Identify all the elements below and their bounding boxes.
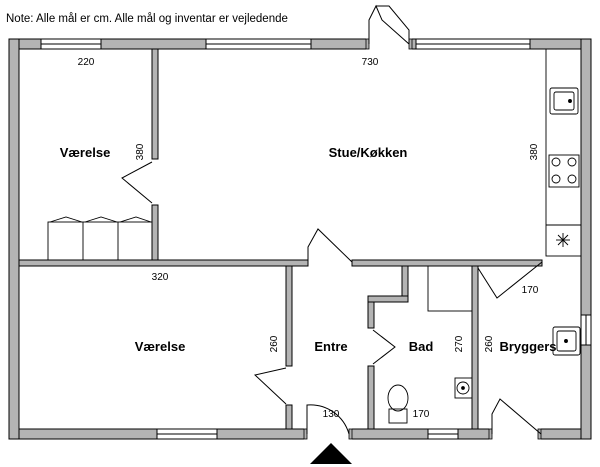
wardrobe-door-1 xyxy=(49,216,83,223)
windows xyxy=(40,38,592,440)
kitchen-sink-drain xyxy=(568,99,572,103)
wall-mid-right xyxy=(351,259,543,267)
plan-note: Note: Alle mål er cm. Alle mål og invent… xyxy=(6,13,288,25)
door-bedroom-top xyxy=(121,161,153,204)
door-bedroom-bottom xyxy=(253,367,287,405)
door-opening-utility xyxy=(489,428,541,440)
outer-walls xyxy=(8,38,592,440)
stove xyxy=(548,154,580,188)
burner-2 xyxy=(567,157,577,167)
wall-bedroom-living-upper xyxy=(151,48,159,160)
toilet-tank xyxy=(388,408,408,424)
shower xyxy=(427,265,473,312)
wall-right xyxy=(580,38,592,440)
wardrobe-door-3 xyxy=(119,216,152,223)
toilet-bowl xyxy=(387,384,409,412)
wall-entrance-right-lower xyxy=(367,365,375,430)
kitchen-sink xyxy=(549,87,579,115)
bath-sink xyxy=(454,377,473,399)
door-opening-entrance xyxy=(304,428,352,440)
wall-bedroom-living-lower xyxy=(151,204,159,261)
wall-bath-notch-horizontal xyxy=(367,295,409,303)
utility-sink-drain xyxy=(564,339,568,343)
dim-bedroom-bottom-depth: 260 xyxy=(269,335,280,352)
room-label-living-kitchen: Stue/Køkken xyxy=(329,145,408,160)
interior-doors xyxy=(121,161,543,405)
wall-mid-left xyxy=(18,259,309,267)
door-bath xyxy=(372,329,396,365)
utility-sink-body xyxy=(552,326,581,356)
wall-left xyxy=(8,38,20,440)
utility-sink-bowl xyxy=(556,330,577,352)
bath-sink-drain xyxy=(461,386,465,390)
door-swing-entrance xyxy=(306,404,350,435)
entrance-arrow-icon xyxy=(310,443,352,464)
dim-bedroom-top-width: 220 xyxy=(78,57,95,68)
fridge-snowflake-icon xyxy=(556,233,570,247)
dim-entrance-width: 130 xyxy=(323,409,340,420)
wardrobe xyxy=(47,216,153,261)
door-utility xyxy=(477,261,543,299)
dim-bedroom-top-depth: 380 xyxy=(135,143,146,160)
room-label-entrance: Entre xyxy=(314,339,347,354)
door-jamb-entrance-right xyxy=(348,428,353,440)
door-leaf-utility xyxy=(491,398,542,435)
kitchen-counter xyxy=(545,48,582,257)
room-label-bedroom-top: Værelse xyxy=(60,145,111,160)
counter-body xyxy=(545,48,582,257)
burner-4 xyxy=(567,174,577,184)
burner-1 xyxy=(551,157,561,167)
door-living-entrance xyxy=(307,228,353,263)
wardrobe-door-2 xyxy=(84,216,118,223)
bath-sink-bowl xyxy=(456,381,470,395)
room-label-utility: Bryggers xyxy=(499,339,556,354)
room-label-bedroom-bottom: Værelse xyxy=(135,339,186,354)
bath-fixtures xyxy=(387,265,473,424)
dim-bedroom-bottom-width: 320 xyxy=(152,272,169,283)
room-label-bathroom: Bad xyxy=(409,339,434,354)
wall-entrance-right-upper xyxy=(367,301,375,329)
wall-entrance-left-upper xyxy=(285,265,293,367)
utility-sink xyxy=(552,326,581,356)
dim-utility-width: 170 xyxy=(522,285,539,296)
wall-bath-utility xyxy=(471,265,479,430)
exterior-doors xyxy=(303,4,542,440)
dim-living-width: 730 xyxy=(362,57,379,68)
door-opening-top xyxy=(366,38,412,50)
dim-living-depth: 380 xyxy=(529,143,540,160)
wardrobe-body xyxy=(47,221,153,261)
wall-entrance-left-lower xyxy=(285,404,293,430)
dim-bath-depth: 270 xyxy=(454,335,465,352)
interior-walls xyxy=(18,48,543,430)
dim-utility-depth: 260 xyxy=(484,335,495,352)
kitchen-sink-bowl xyxy=(553,91,575,111)
dim-bath-width: 170 xyxy=(413,409,430,420)
door-leaf-top-2 xyxy=(376,5,410,44)
burner-3 xyxy=(551,174,561,184)
